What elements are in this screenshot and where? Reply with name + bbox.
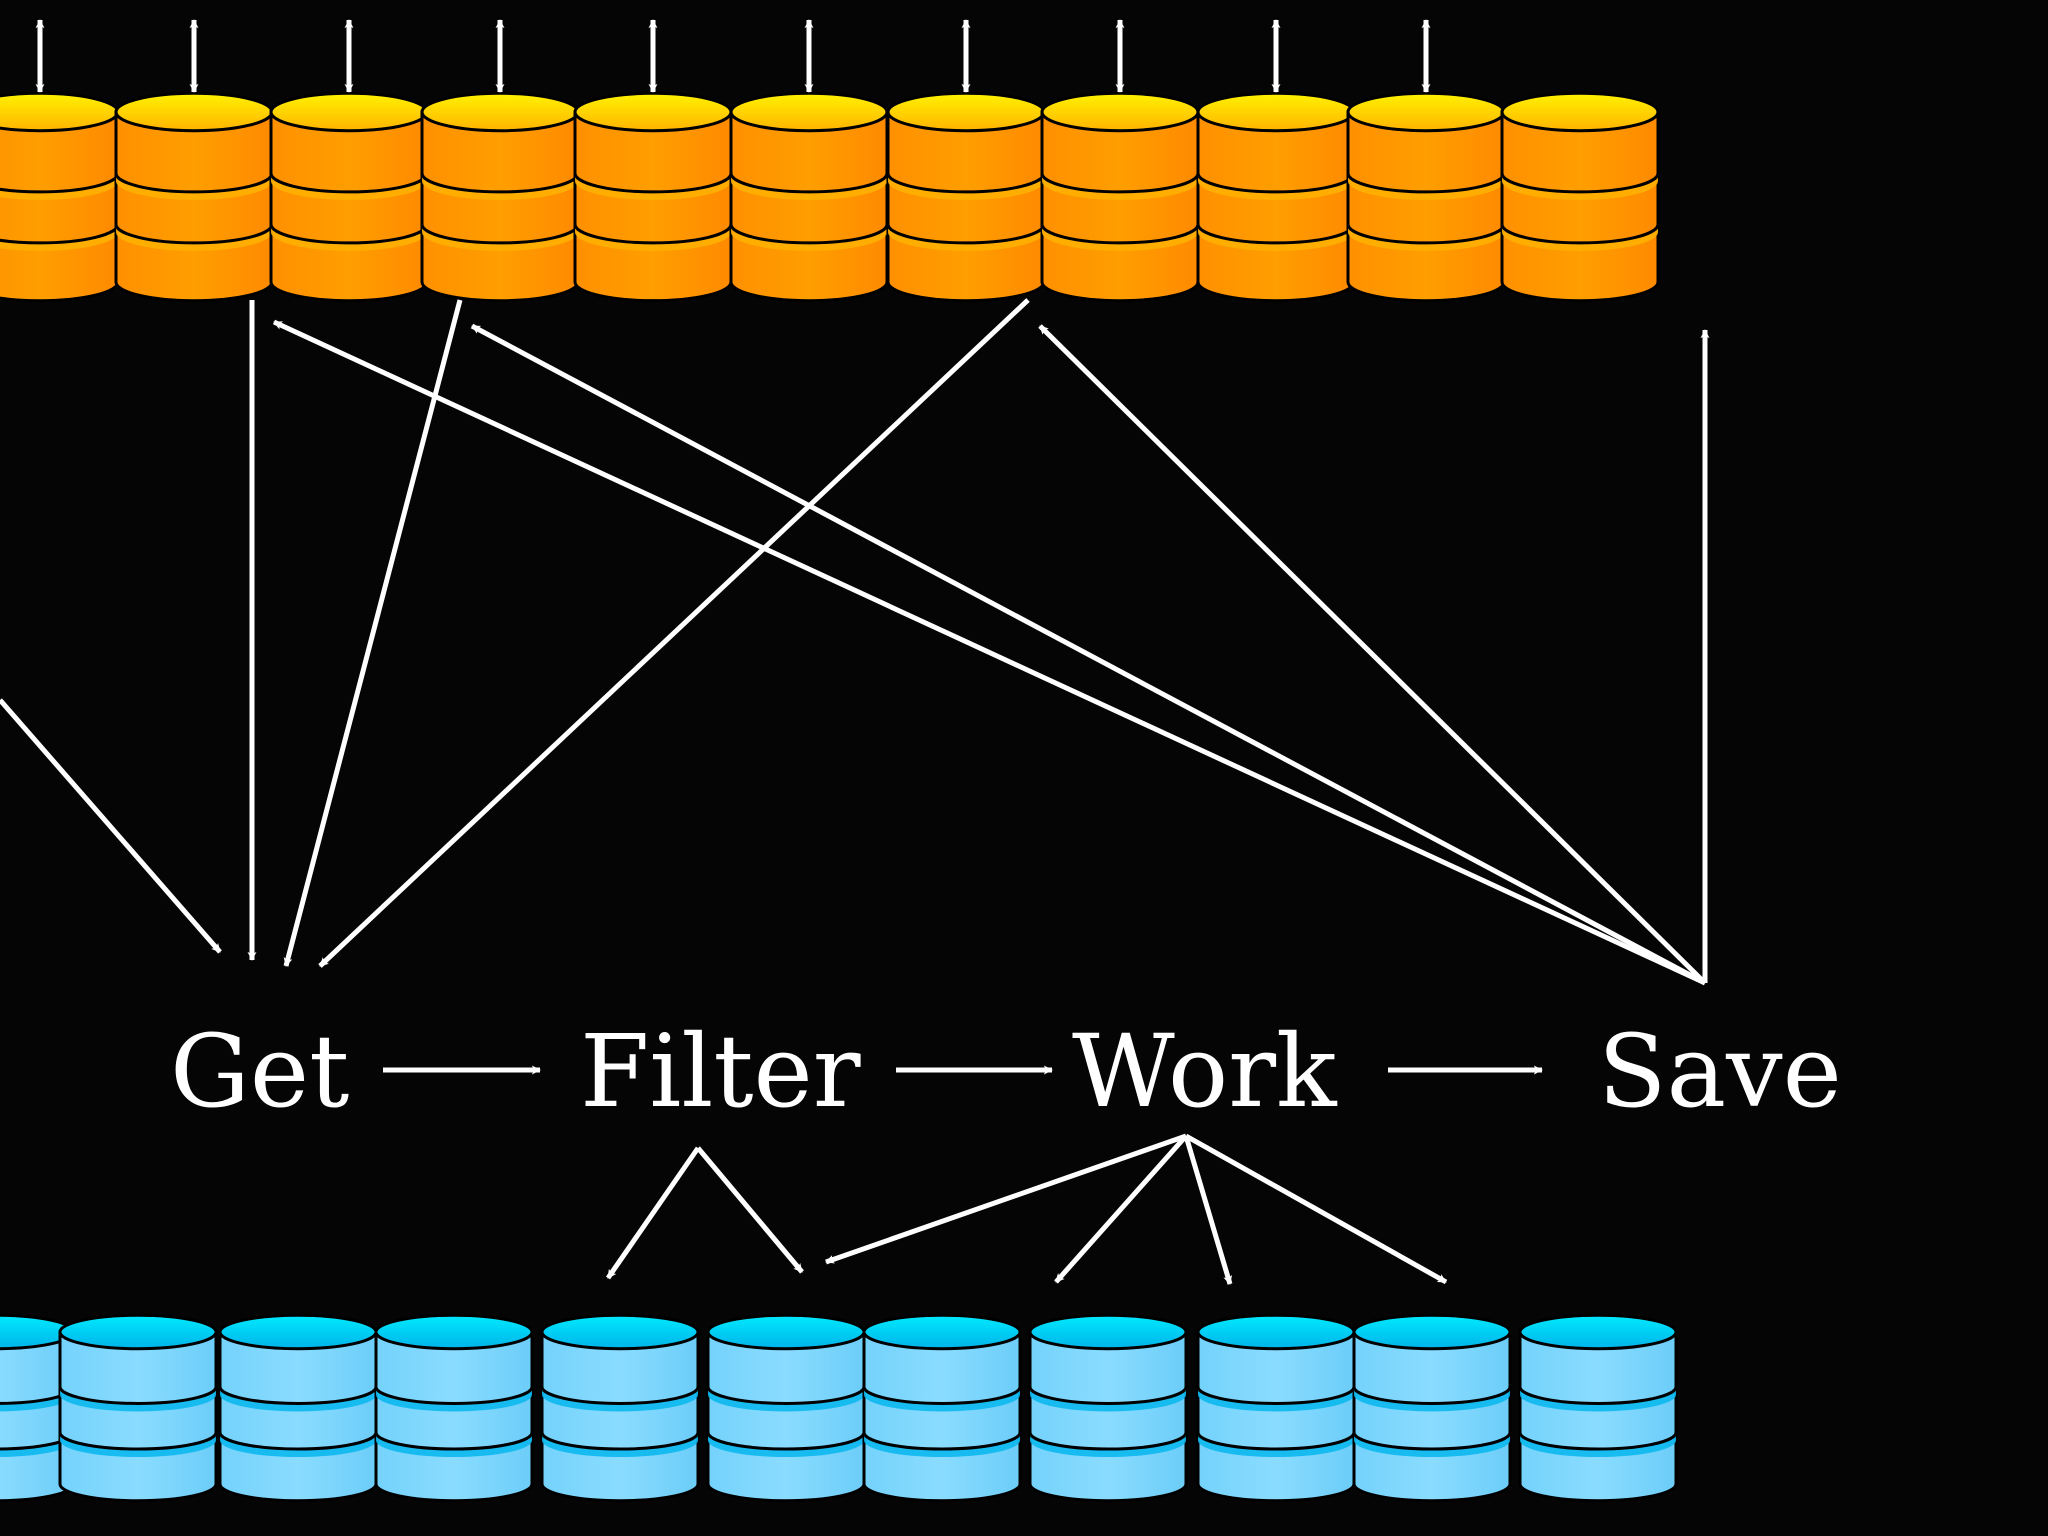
source-database-row bbox=[0, 91, 1660, 303]
sink-database-icon-0 bbox=[0, 1313, 76, 1503]
arrow-filter-to-sink3 bbox=[605, 1146, 701, 1280]
sink-database-icon-3 bbox=[374, 1313, 534, 1503]
source-database-icon-10 bbox=[1500, 91, 1660, 303]
source-database-icon-8 bbox=[1196, 91, 1356, 303]
source-database-icon-5 bbox=[729, 91, 889, 303]
sink-database-icon-8 bbox=[1196, 1313, 1356, 1503]
sink-database-row bbox=[0, 1313, 1678, 1503]
stage-filter-label: Filter bbox=[580, 1013, 861, 1130]
arrow-work-to-sink7 bbox=[1184, 1133, 1448, 1285]
sink-database-icon-9 bbox=[1352, 1313, 1512, 1503]
sink-database-icon-6 bbox=[862, 1313, 1022, 1503]
sink-database-icon-2 bbox=[218, 1313, 378, 1503]
arrow-save-to-source1 bbox=[272, 319, 1707, 986]
sink-database-icon-10 bbox=[1518, 1313, 1678, 1503]
arrow-source5-to-get bbox=[318, 298, 1030, 968]
stage-get-label: Get bbox=[170, 1013, 349, 1130]
source-database-icon-7 bbox=[1040, 91, 1200, 303]
source-database-icon-2 bbox=[269, 91, 429, 303]
stage-save-label: Save bbox=[1598, 1013, 1842, 1130]
source-database-icon-4 bbox=[573, 91, 733, 303]
source-database-icon-3 bbox=[420, 91, 580, 303]
source-database-icon-0 bbox=[0, 91, 120, 303]
data-flow-arrows bbox=[0, 19, 1710, 1285]
source-database-icon-1 bbox=[114, 91, 274, 303]
source-database-icon-9 bbox=[1346, 91, 1506, 303]
sink-database-icon-1 bbox=[58, 1313, 218, 1503]
stage-work-label: Work bbox=[1072, 1013, 1338, 1130]
arrow-filter-to-sink4 bbox=[696, 1146, 804, 1274]
arrow-work-to-sink6 bbox=[1183, 1135, 1233, 1285]
arrow-work-to-sink5 bbox=[1054, 1134, 1188, 1284]
sink-database-icon-5 bbox=[706, 1313, 866, 1503]
arrow-offscreen-to-get bbox=[0, 698, 222, 954]
source-database-icon-6 bbox=[886, 91, 1046, 303]
sink-database-icon-7 bbox=[1028, 1313, 1188, 1503]
arrow-work-to-sink4 bbox=[825, 1133, 1187, 1265]
sink-database-icon-4 bbox=[540, 1313, 700, 1503]
arrow-save-to-source5 bbox=[1038, 324, 1707, 985]
arrow-source2-to-get bbox=[283, 299, 463, 967]
arrow-save-to-source2 bbox=[470, 323, 1707, 986]
